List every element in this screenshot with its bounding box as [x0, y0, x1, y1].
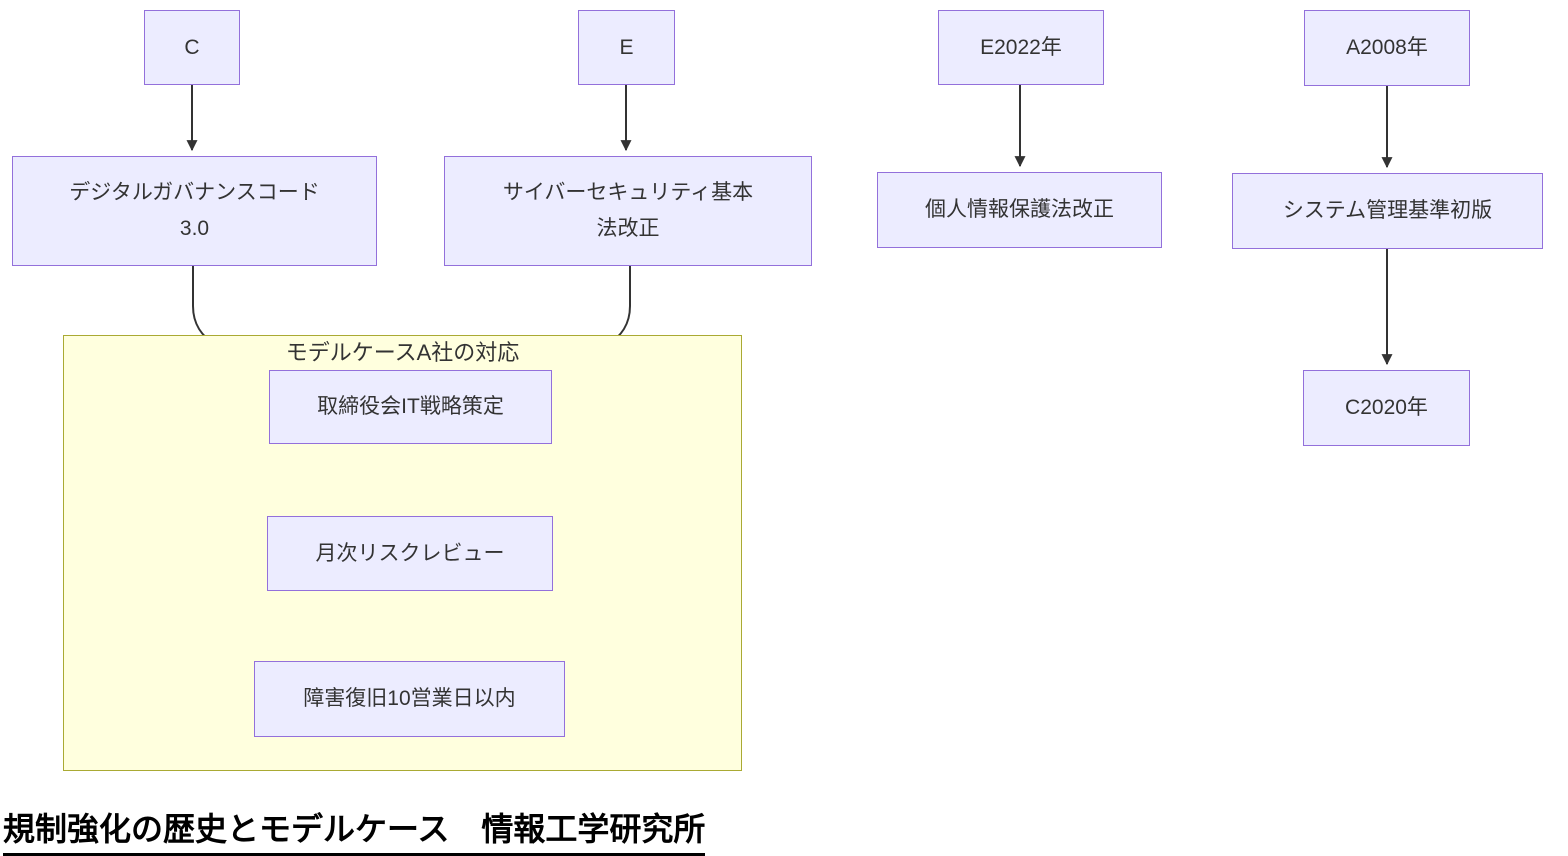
node-c: C: [144, 10, 240, 85]
node-e-label: E: [619, 35, 634, 59]
node-c2020: C2020年: [1303, 370, 1470, 446]
node-system-management-standard-label: システム管理基準初版: [1282, 199, 1493, 222]
node-digital-governance-code-label-line1: デジタルガバナンスコード: [69, 181, 320, 204]
node-personal-info-protection: 個人情報保護法改正: [877, 172, 1162, 248]
node-digital-governance-code: デジタルガバナンスコード 3.0: [12, 156, 377, 266]
subgraph-label: モデルケースA社の対応: [285, 340, 520, 365]
node-e2022-label: E2022年: [980, 35, 1062, 59]
node-digital-governance-code-label-line2: 3.0: [179, 217, 210, 240]
node-e2022: E2022年: [938, 10, 1104, 85]
node-cybersecurity-basic-act-label-line1: サイバーセキュリティ基本: [502, 181, 754, 204]
node-e: E: [578, 10, 675, 85]
node-failure-recovery-sla: 障害復旧10営業日以内: [254, 661, 565, 737]
node-personal-info-protection-label: 個人情報保護法改正: [925, 198, 1114, 221]
node-monthly-risk-review: 月次リスクレビュー: [267, 516, 553, 591]
node-board-it-strategy: 取締役会IT戦略策定: [269, 370, 552, 444]
node-monthly-risk-review-label: 月次リスクレビュー: [315, 541, 505, 565]
node-a2008: A2008年: [1304, 10, 1470, 86]
node-system-management-standard: システム管理基準初版: [1232, 173, 1543, 249]
node-cybersecurity-basic-act-label-line2: 法改正: [596, 217, 660, 240]
node-board-it-strategy-label: 取締役会IT戦略策定: [317, 395, 504, 418]
node-cybersecurity-basic-act: サイバーセキュリティ基本 法改正: [444, 156, 812, 266]
diagram-title: 規制強化の歴史とモデルケース 情報工学研究所: [3, 804, 706, 856]
node-c2020-label: C2020年: [1345, 396, 1428, 419]
node-a2008-label: A2008年: [1346, 36, 1428, 59]
node-failure-recovery-sla-label: 障害復旧10営業日以内: [303, 687, 516, 710]
node-c-label: C: [184, 35, 200, 59]
